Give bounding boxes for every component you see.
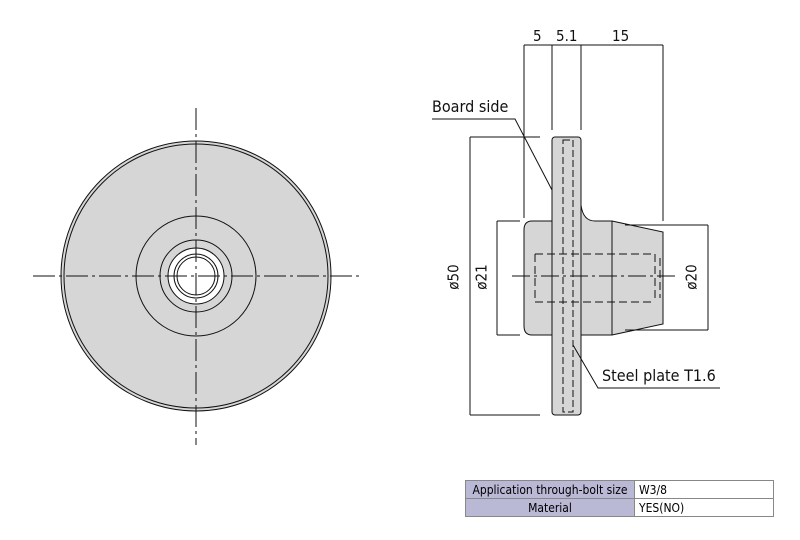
table-header: Application through-bolt size bbox=[465, 480, 635, 499]
board-side-label: Board side bbox=[432, 97, 509, 116]
dim-dia21: ø21 bbox=[472, 264, 491, 290]
dim-5-1: 5.1 bbox=[556, 27, 578, 45]
table-header: Material bbox=[465, 498, 635, 517]
steel-plate-label: Steel plate T1.6 bbox=[602, 366, 716, 385]
dim-dia50: ø50 bbox=[444, 264, 463, 290]
hub-body bbox=[523, 220, 553, 336]
table-value: W3/8 bbox=[634, 480, 774, 499]
dim-15: 15 bbox=[612, 27, 630, 45]
dim-5: 5 bbox=[533, 27, 542, 45]
dim-dia20: ø20 bbox=[682, 264, 701, 290]
table-value: YES(NO) bbox=[634, 498, 774, 517]
